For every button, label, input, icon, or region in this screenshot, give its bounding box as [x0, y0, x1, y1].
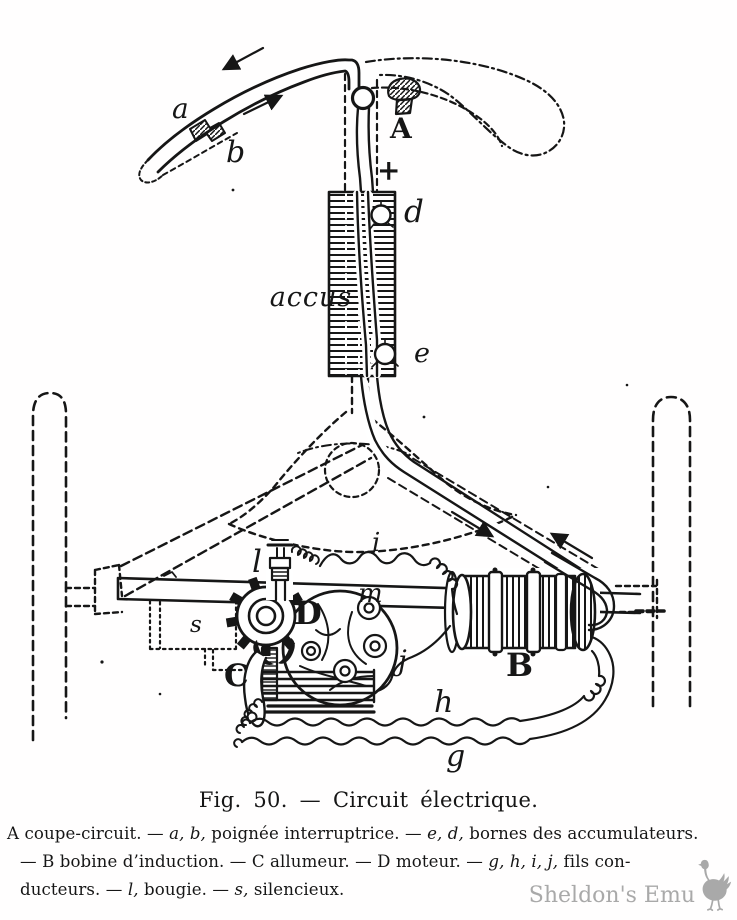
accus-wire-2	[366, 190, 379, 378]
terminal-d-post	[370, 204, 392, 226]
emu-icon	[698, 859, 732, 912]
legend-line: A coupe-circuit. — a, b, poignée interru…	[7, 824, 699, 843]
handlebar-outer	[146, 58, 361, 162]
sprocket	[225, 576, 303, 665]
wire-i: i m	[318, 528, 459, 616]
frame-elbow	[93, 563, 124, 616]
label-grip-a: a	[172, 92, 189, 125]
cylinder-base	[264, 704, 376, 714]
label-accumulator: accus	[270, 282, 353, 313]
handlebar: a b	[138, 46, 566, 184]
watermark: Sheldon's Emu	[529, 858, 733, 912]
label-terminal-e: e	[414, 338, 430, 369]
plug-spring	[290, 545, 320, 565]
label-cutout-A: A	[389, 112, 413, 145]
frame-down-tube	[119, 443, 373, 598]
wires-j-h-g: j h g	[233, 624, 615, 774]
plug-thread-body	[270, 566, 290, 582]
grip-tip-dashed	[138, 159, 164, 184]
crankcase-spokes	[299, 603, 375, 691]
legend-line: — B bobine d’induction. — C allumeur. — …	[20, 852, 631, 871]
wire-line-2	[375, 374, 597, 580]
label-terminal-d: d	[404, 194, 424, 230]
rotation-arrow-lower	[242, 94, 284, 116]
figure-caption: Fig. 50. — Circuit électrique.	[198, 788, 539, 812]
label-silencer-s: s	[190, 612, 202, 638]
rotation-arrow-upper	[221, 46, 265, 71]
frame-tube-lug	[163, 571, 177, 578]
label-grip-b: b	[226, 135, 245, 170]
figure-drawing: s D	[31, 46, 692, 774]
tank-outline-left	[227, 410, 348, 526]
main-wire-run	[355, 374, 601, 595]
wire-g-end-coil	[233, 738, 243, 748]
silencer-dotted-box	[148, 599, 238, 651]
wire-i-coil-loops	[428, 557, 459, 616]
label-wire-i: i	[372, 528, 380, 558]
motor: D	[260, 589, 399, 714]
steering-hub-circle	[323, 441, 381, 499]
label-wire-h: h	[434, 685, 453, 720]
scan-specks	[100, 188, 629, 696]
induction-coil: B	[443, 567, 600, 684]
sprocket-hole	[255, 605, 277, 627]
plug-threads	[271, 571, 289, 577]
accus-wire-1	[355, 190, 369, 378]
front-fork-tube	[31, 391, 68, 742]
grip-contact-piece	[189, 119, 226, 142]
label-wire-g: g	[446, 739, 465, 774]
accumulator: accus d e	[270, 190, 430, 378]
hook-outer	[543, 560, 609, 627]
wire-line-1	[359, 374, 590, 590]
wire-g	[240, 635, 615, 746]
igniter: C	[224, 646, 279, 728]
cutout-knob-dome	[387, 77, 422, 102]
fork-bracket	[64, 586, 97, 608]
coil-band-1	[487, 570, 504, 654]
label-coil-B: B	[506, 646, 533, 684]
plug-upper-rod	[276, 547, 285, 559]
coil-left-cap	[451, 573, 473, 651]
legend-line: ducteurs. — l, bougie. — s, silencieux.	[20, 880, 345, 899]
wire-h	[248, 649, 607, 727]
label-igniter-C: C	[224, 658, 249, 694]
plug-lower-stem	[274, 578, 287, 602]
crankcase-bolts	[300, 595, 388, 684]
coil-band-2	[525, 570, 542, 654]
current-arrow-up	[549, 532, 594, 560]
label-wire-m: m	[358, 579, 383, 609]
igniter-spring	[240, 698, 263, 727]
cutout-knob-stem	[394, 97, 414, 116]
terminal-d-spokes	[369, 200, 394, 230]
spark-plug: l	[252, 539, 320, 602]
hook-inner	[550, 551, 616, 632]
terminal-e-spokes	[371, 338, 399, 368]
interrupter-ring	[350, 85, 376, 111]
watermark-text: Sheldon's Emu	[528, 883, 695, 908]
terminal-e-post	[373, 342, 397, 366]
tank-outline-bottom	[227, 513, 518, 554]
steering-stem: A +	[343, 72, 422, 194]
crankcase-outline	[281, 589, 399, 707]
frame-dashed-outline	[31, 374, 692, 742]
coil-band-bolts	[492, 567, 536, 657]
wire-h-end-coil	[235, 718, 251, 734]
sprocket-claw-right	[278, 638, 295, 664]
right-bar-dashdot	[364, 57, 566, 157]
stem-wire-1	[355, 106, 363, 194]
igniter-contact-stack	[260, 646, 279, 702]
rear-fork-tube	[651, 395, 692, 708]
wire-j	[375, 624, 452, 693]
wire-hook	[543, 551, 616, 632]
current-arrow-down	[450, 510, 495, 538]
coil-band-3	[554, 572, 568, 652]
wire-i-wave	[318, 550, 432, 568]
label-plus: +	[377, 154, 400, 187]
label-plug-l: l	[252, 544, 262, 580]
stem-wire-2	[367, 105, 375, 194]
figure-legend: A coupe-circuit. — a, b, poignée interru…	[7, 820, 735, 904]
grip-underside-dashed	[162, 132, 238, 176]
head-tube-dashed	[343, 72, 379, 194]
